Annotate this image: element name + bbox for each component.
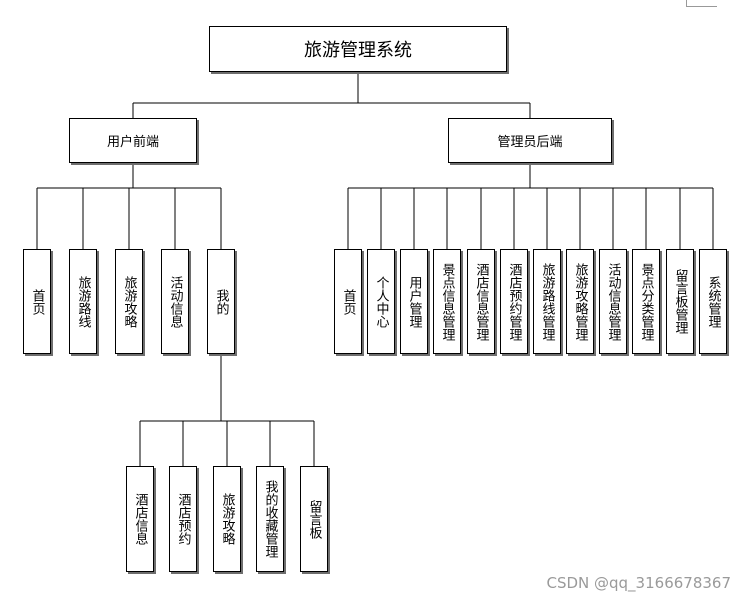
- user-front-node: 用户前端: [69, 118, 197, 163]
- watermark: CSDN @qq_3166678367: [546, 574, 731, 592]
- admin-item-personal-center: 个人中心: [367, 249, 395, 354]
- user-item-guides: 旅游攻略: [115, 249, 143, 354]
- admin-item-home: 首页: [334, 249, 362, 354]
- user-item-mine: 我的: [207, 249, 235, 354]
- admin-back-node: 管理员后端: [448, 118, 612, 163]
- admin-item-hotel-info: 酒店信息管理: [467, 249, 495, 354]
- admin-item-travel-routes: 旅游路线管理: [533, 249, 561, 354]
- admin-item-message-board: 留言板管理: [666, 249, 694, 354]
- mine-item-hotel-info: 酒店信息: [126, 466, 154, 572]
- mine-item-message-board: 留言板: [300, 466, 328, 572]
- admin-item-hotel-booking: 酒店预约管理: [500, 249, 528, 354]
- admin-item-scenic-info: 景点信息管理: [433, 249, 461, 354]
- user-item-activities: 活动信息: [161, 249, 189, 354]
- mine-item-travel-guides: 旅游攻略: [213, 466, 241, 572]
- user-item-home: 首页: [23, 249, 51, 354]
- user-item-routes: 旅游路线: [69, 249, 97, 354]
- mine-item-hotel-booking: 酒店预约: [169, 466, 197, 572]
- admin-item-system: 系统管理: [699, 249, 727, 354]
- admin-item-travel-guides: 旅游攻略管理: [566, 249, 594, 354]
- corner-mark: [686, 0, 717, 7]
- admin-item-user-mgmt: 用户管理: [400, 249, 428, 354]
- admin-item-scenic-category: 景点分类管理: [632, 249, 660, 354]
- admin-item-activity-info: 活动信息管理: [599, 249, 627, 354]
- mine-item-favorites: 我的收藏管理: [256, 466, 284, 572]
- root-node: 旅游管理系统: [209, 26, 507, 72]
